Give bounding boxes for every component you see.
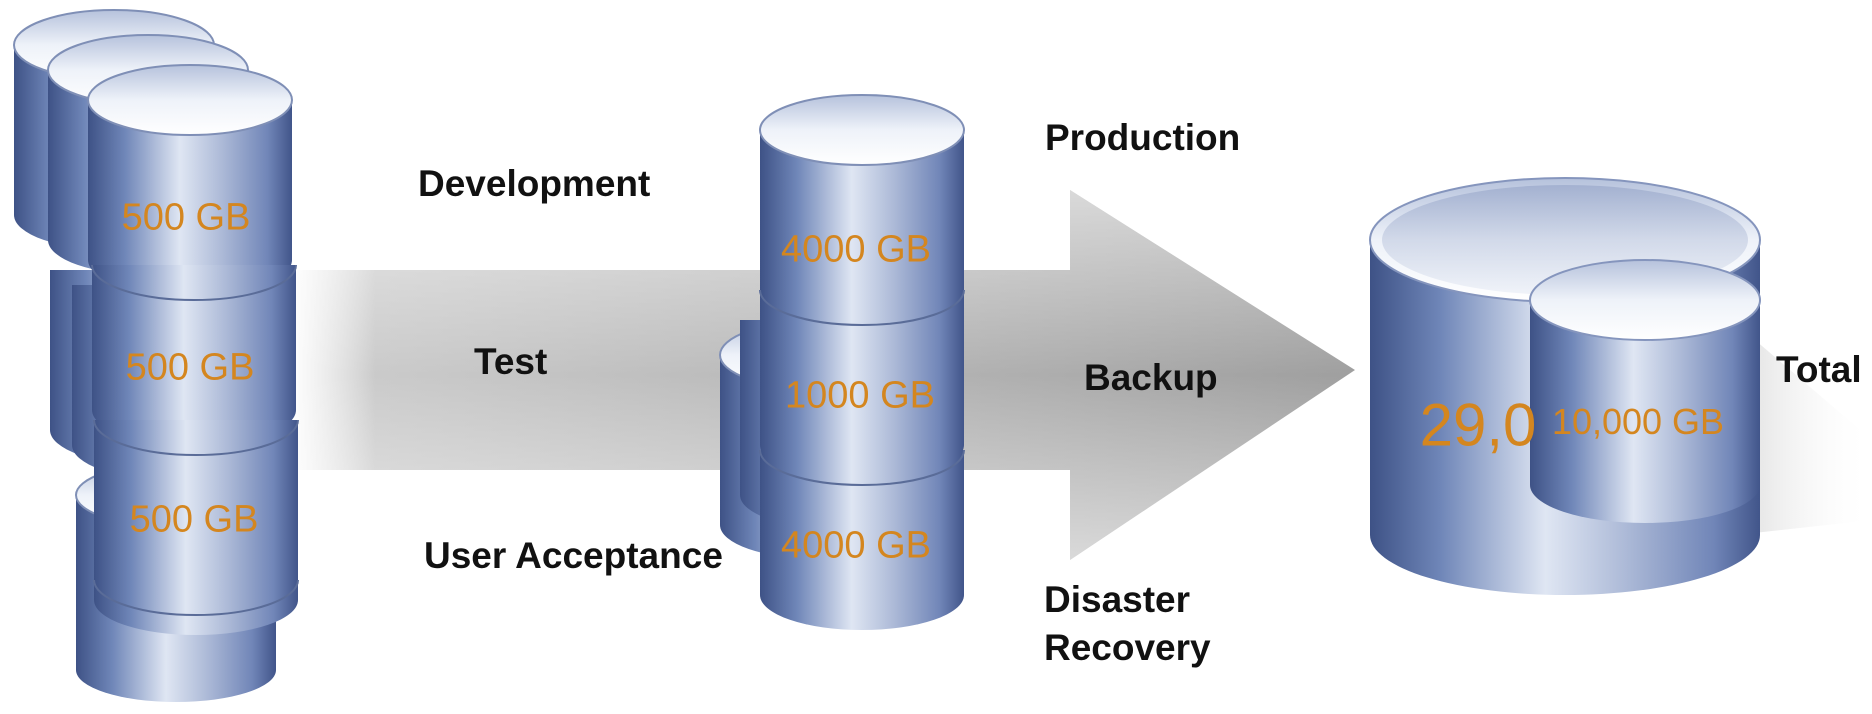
- production-cylinder: [759, 94, 965, 325]
- label-production: Production: [1045, 117, 1241, 158]
- backup-capacity: 1000 GB: [785, 374, 935, 417]
- label-user-acceptance: User Acceptance: [424, 535, 723, 576]
- dr-cylinder: [759, 449, 965, 630]
- label-total: Total: [1776, 349, 1862, 390]
- total-inner-capacity: 10,000 GB: [1551, 401, 1725, 442]
- uat-cylinder: [93, 419, 299, 635]
- label-backup: Backup: [1084, 357, 1218, 398]
- total-outer-capacity: 29,0: [1419, 391, 1537, 459]
- dr-capacity: 4000 GB: [781, 524, 931, 567]
- backup-cylinder: [759, 289, 965, 480]
- dev-cylinder: [87, 64, 293, 295]
- label-test: Test: [474, 341, 548, 382]
- dev-capacity: 500 GB: [121, 196, 251, 239]
- uat-capacity: 500 GB: [129, 498, 259, 541]
- total-inner-cylinder: [1529, 259, 1761, 523]
- test-cylinder: [91, 264, 297, 445]
- test-capacity: 500 GB: [125, 346, 255, 389]
- label-recovery: Recovery: [1044, 627, 1211, 668]
- label-development: Development: [418, 163, 651, 204]
- label-disaster: Disaster: [1044, 579, 1191, 620]
- production-capacity: 4000 GB: [781, 228, 931, 271]
